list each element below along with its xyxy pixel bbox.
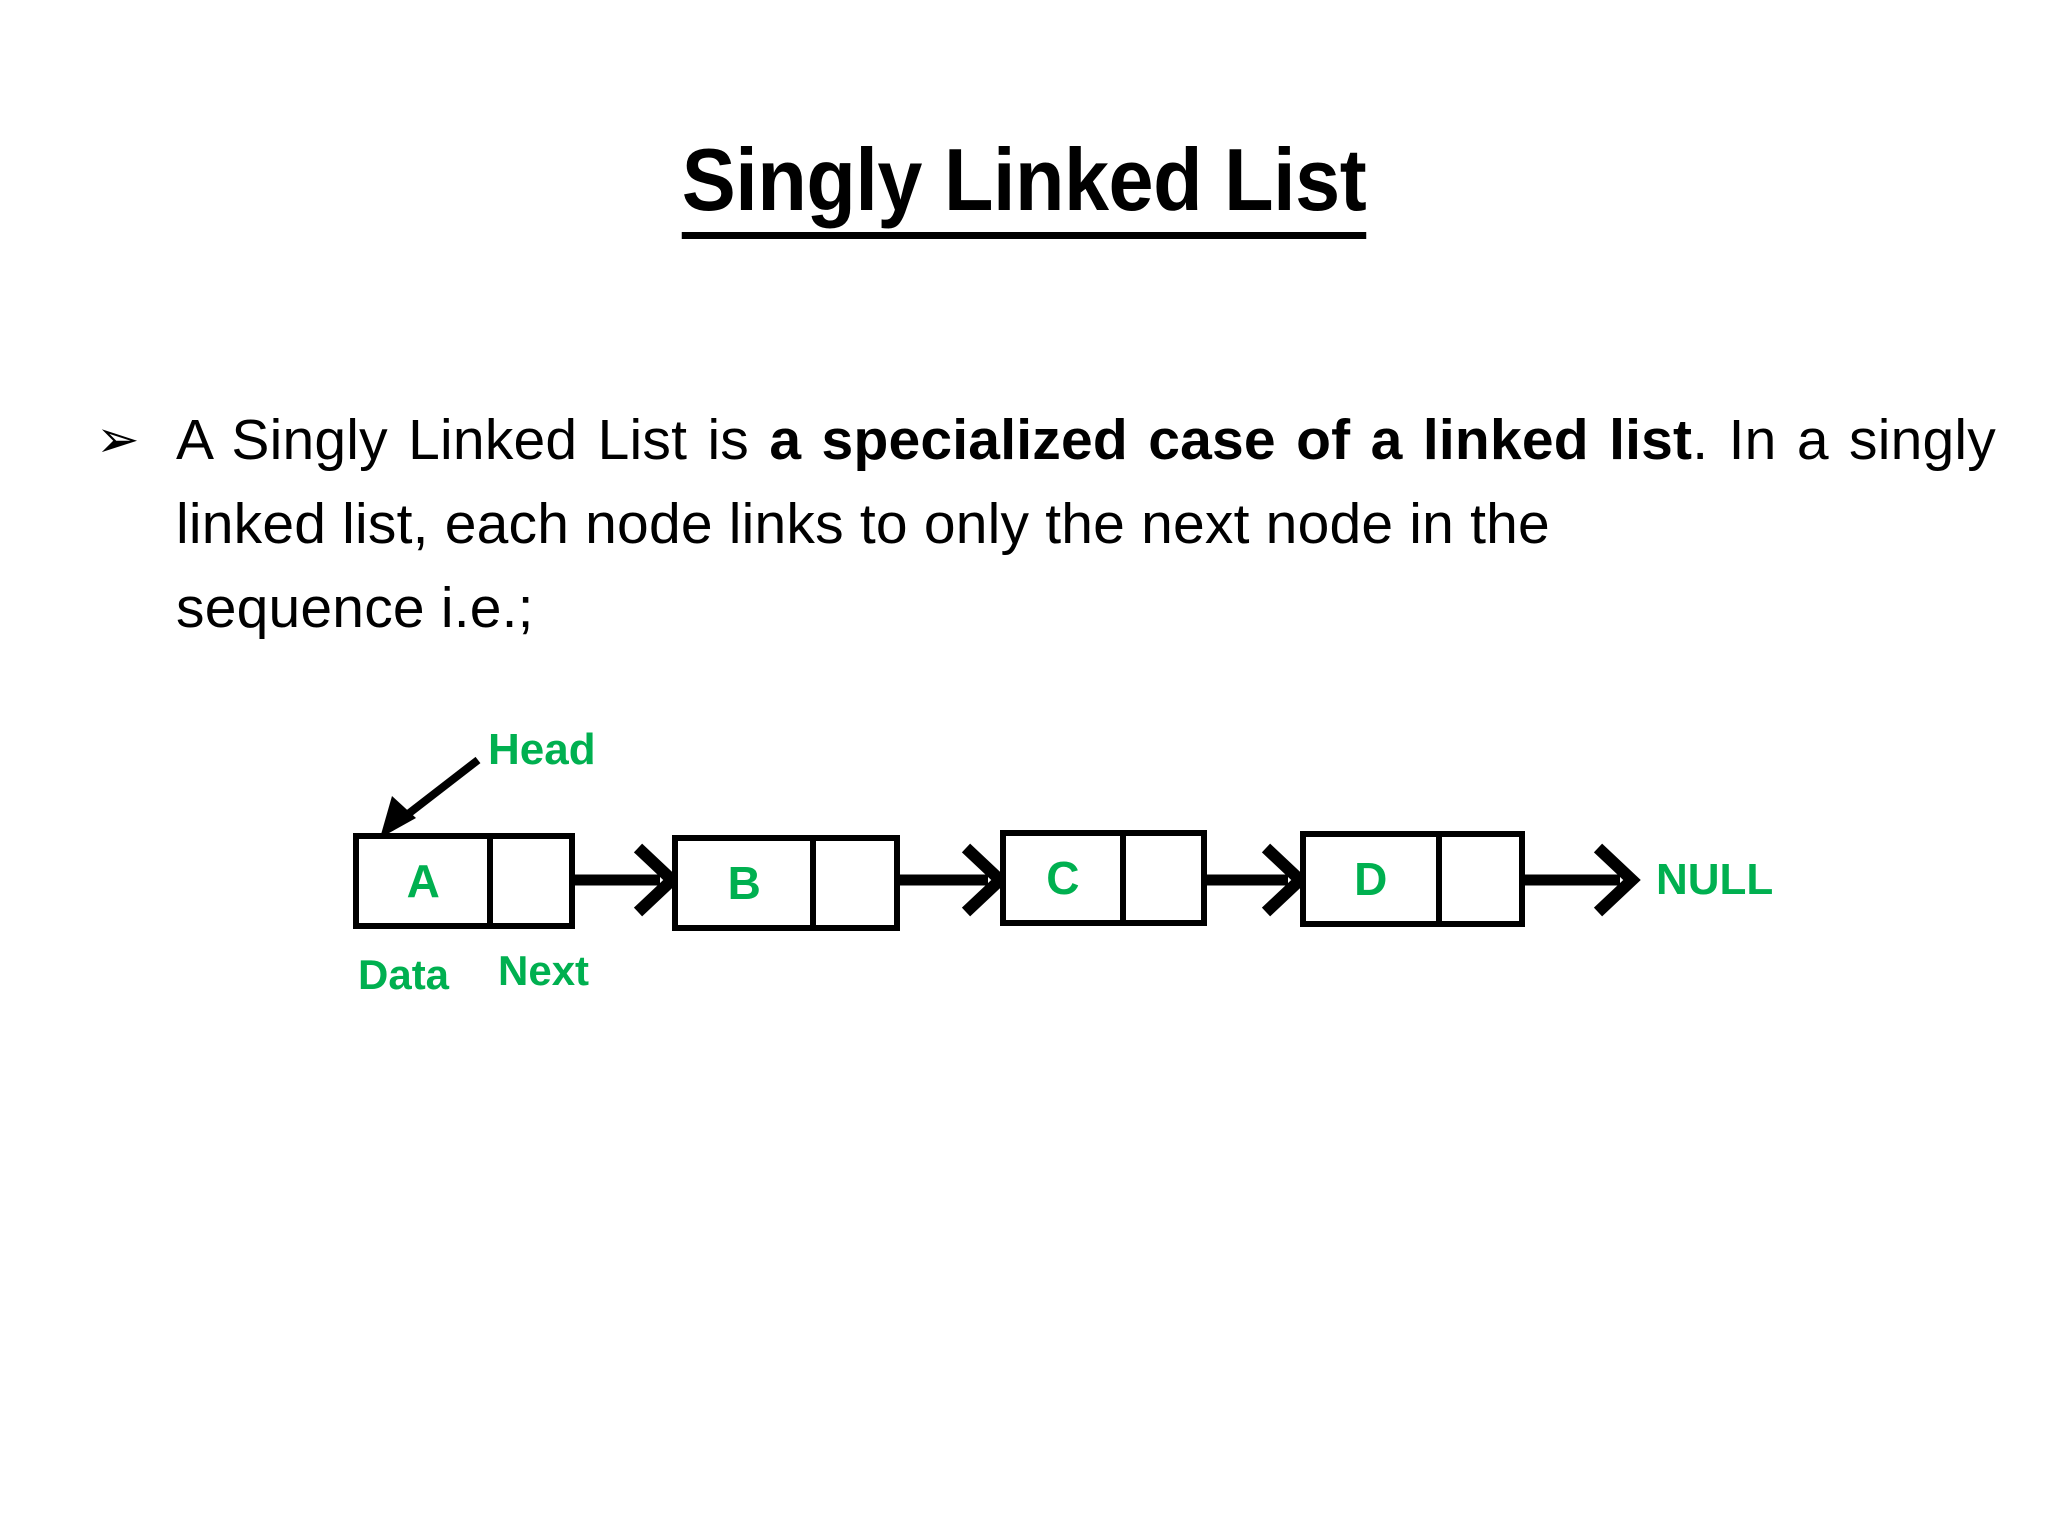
node-c: C <box>1000 830 1207 926</box>
head-label: Head <box>488 725 596 774</box>
node-a: A <box>353 833 575 929</box>
slide-title: Singly Linked List <box>0 133 2048 240</box>
arrow-a-to-b <box>573 843 681 917</box>
body-last-line: sequence i.e.; <box>176 576 534 640</box>
node-d-next-cell <box>1442 837 1520 921</box>
node-b-data-cell: B <box>678 841 817 925</box>
body-segment-1: A Singly Linked List is <box>176 408 770 472</box>
arrow-d-to-null <box>1523 843 1641 917</box>
node-a-next-cell <box>493 839 569 923</box>
page-title: Singly Linked List <box>681 133 1367 240</box>
head-pointer-arrow <box>380 756 481 838</box>
node-b-next-cell <box>816 841 894 925</box>
body-segment-2-bold: a specialized case of a linked list <box>769 408 1693 472</box>
node-c-data-cell: C <box>1006 836 1126 920</box>
arrowhead-bullet-icon: ➢ <box>96 410 140 470</box>
node-a-data-cell: A <box>359 839 494 923</box>
bullet-text: A Singly Linked List is a specialized ca… <box>176 398 1996 650</box>
arrow-c-to-d <box>1205 843 1309 917</box>
node-d-data-cell: D <box>1306 837 1442 921</box>
node-d: D <box>1300 831 1525 927</box>
node-c-next-cell <box>1126 836 1201 920</box>
next-label: Next <box>498 947 590 994</box>
arrow-b-to-c <box>898 843 1009 917</box>
body-segment-3: . In a singly linked list, each node lin… <box>176 408 1996 556</box>
data-label: Data <box>358 951 450 998</box>
node-b: B <box>672 835 900 931</box>
null-label: NULL <box>1656 855 1774 904</box>
bullet-paragraph: ➢ A Singly Linked List is a specialized … <box>96 398 1996 650</box>
